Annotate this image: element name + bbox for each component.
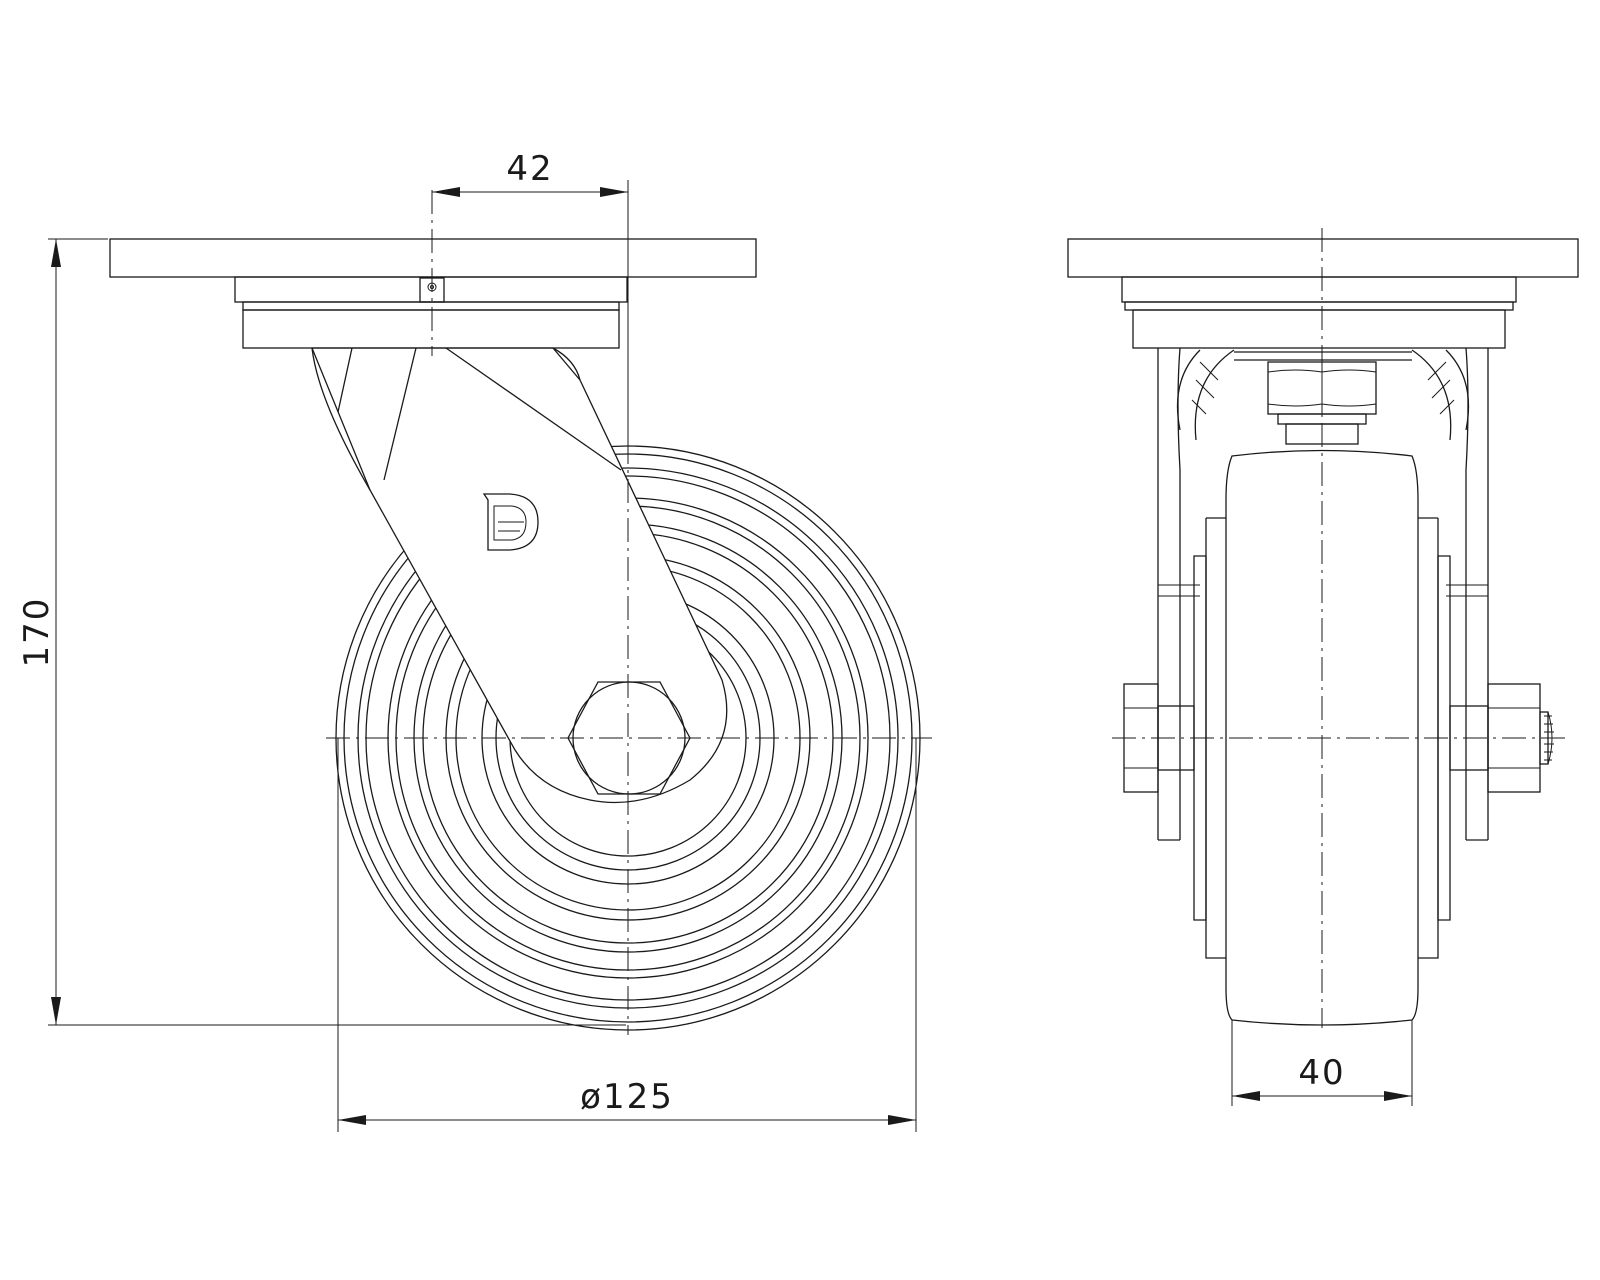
side-view: 40 xyxy=(1067,228,1579,1106)
dim-wheel-width: 40 xyxy=(1232,1053,1412,1101)
dim-wheel-width-label: 40 xyxy=(1298,1053,1345,1093)
dim-wheel-diameter: ø125 xyxy=(338,1077,916,1125)
dim-offset-label: 42 xyxy=(506,149,553,189)
dim-wheel-diameter-label: ø125 xyxy=(580,1077,674,1117)
top-plate xyxy=(109,238,757,349)
front-view: 42 170 ø125 xyxy=(17,149,932,1132)
dim-height-label: 170 xyxy=(17,597,57,668)
dim-height: 170 xyxy=(17,239,61,1025)
dim-offset: 42 xyxy=(432,149,628,197)
brand-logo-icon xyxy=(482,493,539,551)
